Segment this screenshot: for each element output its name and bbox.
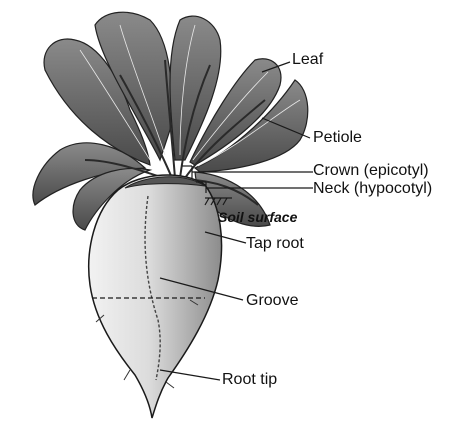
label-root-tip: Root tip [222,372,277,388]
label-leaf: Leaf [292,52,323,68]
tap-root-body [89,175,222,418]
label-crown: Crown (epicotyl) [313,163,429,179]
label-petiole: Petiole [313,130,362,146]
label-neck: Neck (hypocotyl) [313,181,432,197]
label-tap-root: Tap root [246,236,304,252]
label-soil-surface: Soil surface [218,210,297,224]
label-groove: Groove [246,293,298,309]
